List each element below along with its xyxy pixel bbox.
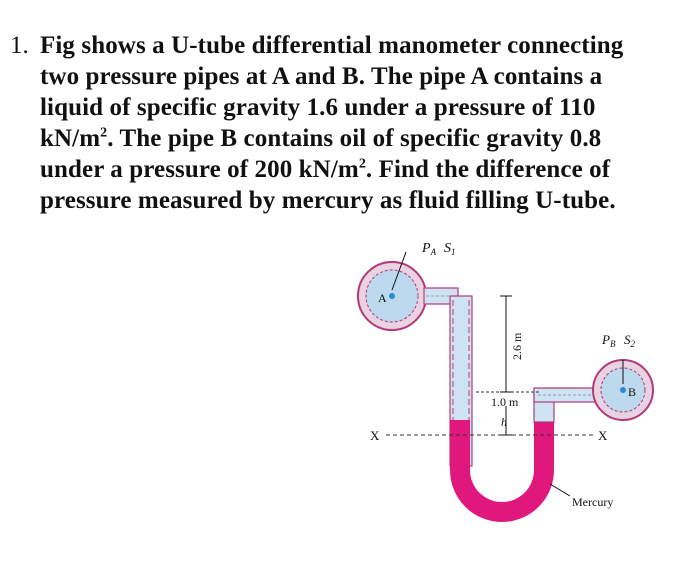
problem-line-1: Fig shows a U-tube differential manomete…: [40, 32, 624, 59]
label-s2: S2: [624, 332, 636, 349]
manometer-figure: PA S1 PB S2 A B X X 2.6 m 1.0 m h Mercur…: [340, 230, 670, 540]
problem-line-5: under a pressure of 200 kN/m2. Find the …: [40, 156, 610, 184]
label-x-right: X: [598, 428, 608, 443]
superscript-2b: 2: [358, 156, 366, 172]
problem-line-5-text: under a pressure of 200 kN/m: [40, 156, 359, 183]
label-mercury: Mercury: [572, 495, 613, 509]
label-2-6m: 2.6 m: [510, 332, 524, 360]
problem-number: 1.: [10, 32, 29, 59]
right-connector: [533, 387, 611, 403]
dimension-h: [500, 406, 512, 436]
dimension-2-6m: [500, 295, 512, 393]
mercury-u-bend: [450, 420, 554, 522]
label-1-0m: 1.0 m: [491, 395, 519, 409]
label-x-left: X: [370, 428, 380, 443]
label-h: h: [501, 415, 507, 429]
superscript-2: 2: [100, 125, 108, 141]
problem-line-5-tail: . Find the difference of: [365, 156, 611, 183]
label-pb: PB: [601, 332, 616, 349]
label-a: A: [378, 291, 387, 305]
problem-line-4: kN/m2. The pipe B contains oil of specif…: [40, 125, 601, 153]
problem-line-3: liquid of specific gravity 1.6 under a p…: [40, 94, 596, 121]
label-pa: PA: [421, 241, 437, 257]
problem-line-4-text: . The pipe B contains oil of specific gr…: [107, 125, 602, 152]
problem-line-6: pressure measured by mercury as fluid fi…: [40, 187, 616, 214]
label-s1: S1: [444, 241, 456, 257]
arrow-to-a: [391, 251, 407, 291]
manometer-diagram: PA S1 PB S2 A B X X 2.6 m 1.0 m h Mercur…: [357, 241, 654, 522]
unit-kn-m: kN/m: [40, 125, 101, 152]
pipe-b: [592, 359, 654, 421]
problem-line-2: two pressure pipes at A and B. The pipe …: [40, 63, 603, 90]
mercury-leader: [549, 483, 571, 497]
label-b: B: [628, 385, 636, 399]
pipe-a: [357, 261, 427, 331]
